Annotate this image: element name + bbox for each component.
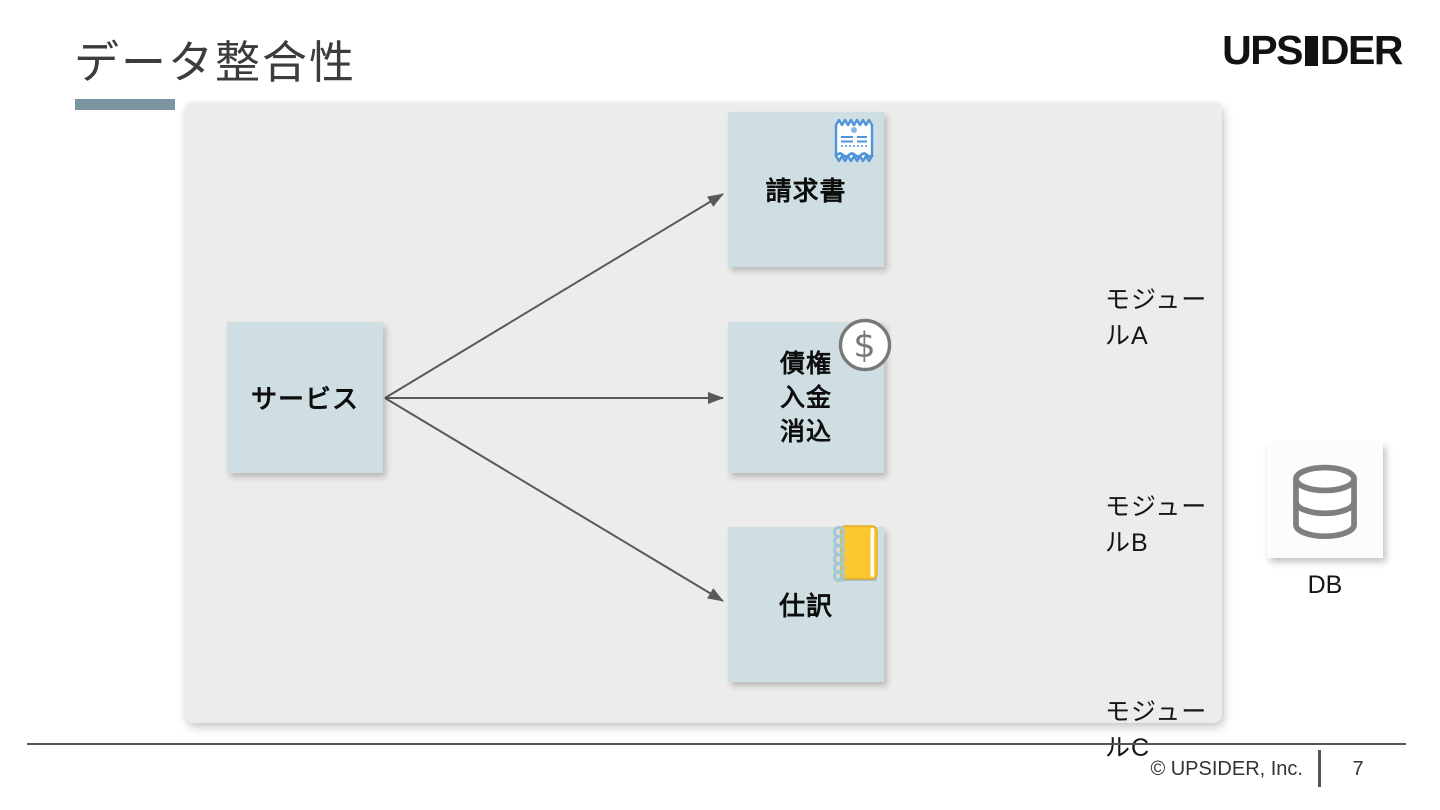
footer-divider-line (27, 743, 1406, 745)
diagram-panel: サービス 請求書 モジュールA 債権 入金 消込 $ (185, 103, 1383, 762)
module-a-label: モジュールA (1105, 286, 1208, 350)
node-receivables-label: 債権 入金 消込 (779, 349, 832, 446)
ledger-notebook-icon (832, 525, 878, 583)
module-c-label: モジュールC (1105, 698, 1208, 762)
node-journal-label: 仕訳 (778, 591, 833, 621)
logo-text-right: DER (1319, 26, 1404, 73)
node-service: サービス (227, 322, 383, 473)
database-label: DB (1307, 571, 1343, 599)
footer-copyright: © UPSIDER, Inc. (1150, 758, 1303, 780)
database-card (1267, 443, 1383, 558)
page-title: データ整合性 (74, 37, 357, 88)
node-invoice-label: 請求書 (765, 176, 847, 206)
upsider-logo: UPS DER (1222, 27, 1403, 73)
module-b-label: モジュールB (1105, 493, 1208, 557)
node-receivables: 債権 入金 消込 $ (728, 318, 892, 473)
node-service-label: サービス (250, 384, 359, 414)
footer-page-number: 7 (1352, 758, 1364, 780)
node-journal: 仕訳 (728, 525, 884, 682)
receipt-icon (834, 118, 874, 163)
svg-text:$: $ (853, 326, 876, 366)
database-icon (1293, 464, 1357, 539)
dollar-coin-icon: $ (838, 318, 892, 372)
title-accent-bar (75, 99, 175, 110)
footer-vertical-bar (1318, 750, 1321, 787)
logo-text-left: UPS (1222, 26, 1303, 73)
arrow-connectors (384, 193, 724, 602)
logo-i-block (1304, 36, 1318, 66)
node-invoice: 請求書 (728, 112, 884, 267)
